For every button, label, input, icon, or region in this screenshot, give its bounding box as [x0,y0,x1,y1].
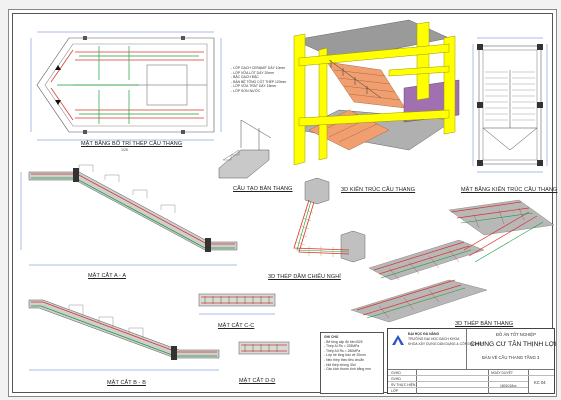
caption-plan-rebar: MẶT BẰNG BỐ TRÍ THÉP CẦU THANG [81,141,183,147]
project-name: CHUNG CƯ TÂN THỊNH LỢI [470,341,557,348]
arch-plan-drawing [472,37,548,173]
school-name: TRƯỜNG ĐẠI HỌC BÁCH KHOA [408,337,460,341]
title-row-label: SV THỰC HIỆN [391,383,416,387]
faculty-name: KHOA XÂY DỰNG DÂN DỤNG & CÔNG NGHIỆP [408,342,484,346]
caption-rebar-3d: 3D THÉP BẢN THANG [455,321,514,327]
general-note: - Thép AII Rs = 280MPa [324,348,361,353]
general-note: - Thép AI Rs = 225MPa [324,344,360,349]
general-note: - Neo thép theo tiêu chuẩn [324,357,364,362]
layer-note: - BẢN BÊ TÔNG CỐT THÉP 120mm [231,79,287,84]
plan-rebar-drawing [30,31,222,141]
caption-section-cc: MẶT CẮT C-C [218,323,255,329]
section-dd-drawing [238,341,290,355]
general-note: - Nối thép chồng 30d [324,362,356,367]
sheet-border [12,13,553,393]
section-bb-drawing [28,299,220,371]
layer-note: - LỚP GẠCH CERAMIT DÀY 10mm [231,66,286,70]
drawing-sheet: MẶT BẰNG BỐ TRÍ THÉP CẦU THANG 1/25 - LỚ… [8,9,557,397]
section-aa-drawing [20,164,238,266]
caption-section-aa: MẶT CẮT A - A [88,273,127,279]
project-type: ĐỒ ÁN TỐT NGHIỆP [496,332,536,337]
general-notes-title: GHI CHÚ [324,335,339,339]
caption-beam-3d: 3D THÉP DẦM CHIẾU NGHỈ [268,274,341,280]
university-name: ĐẠI HỌC ĐÀ NẴNG [408,332,440,336]
scale-plan-rebar: 1/25 [121,148,128,152]
caption-section-dd: MẶT CẮT D-D [239,378,276,384]
general-note: - Các kích thước tính bằng mm [324,367,371,372]
general-note: - Lớp bê tông bảo vệ 20mm [324,353,366,358]
drawing-name: BẢN VẼ CẦU THANG TẦNG 3 [482,355,540,360]
layer-note: - LỚP SƠN NƯỚC [231,88,261,93]
section-cc-drawing [198,293,276,315]
stair-structure-drawing [218,119,272,179]
student-id: 1801018xx [500,384,517,388]
layer-notes: - LỚP GẠCH CERAMIT DÀY 10mm - LỚP VỮA LÓ… [231,66,286,94]
general-notes: GHI CHÚ - Bê tông cấp độ bền B25 - Thép … [320,332,384,394]
caption-stair-structure: CẤU TẠO BẢN THANG [233,186,293,192]
layer-note: - LỚP VỮA LÓT DÀY 20mm [231,70,274,75]
title-block: ĐẠI HỌC ĐÀ NẴNG TRƯỜNG ĐẠI HỌC BÁCH KHOA… [387,328,557,394]
sheet-number: KC 04 [534,380,546,385]
layer-note: - LỚP VỮA TRÁT DÀY 15mm [231,84,277,89]
beam-3d-drawing [293,177,366,263]
layer-note: - BẬC GẠCH ĐẶC [231,75,259,80]
title-row-label: GVHD [391,377,401,381]
title-row-label: GVHD [391,371,401,375]
caption-arch-plan: MẶT BẰNG KIẾN TRÚC CẦU THANG [461,187,558,193]
caption-section-bb: MẶT CẮT B - B [107,380,146,386]
caption-arch-3d: 3D KIẾN TRÚC CẦU THANG [341,187,416,193]
date-label: NGÀY DUYỆT [491,371,513,375]
university-logo-icon [392,335,404,345]
general-note: - Bê tông cấp độ bền B25 [324,339,363,344]
arch-3d-drawing [293,19,460,166]
rebar-3d-drawing [350,199,555,323]
title-row-label: LỚP [391,389,399,393]
